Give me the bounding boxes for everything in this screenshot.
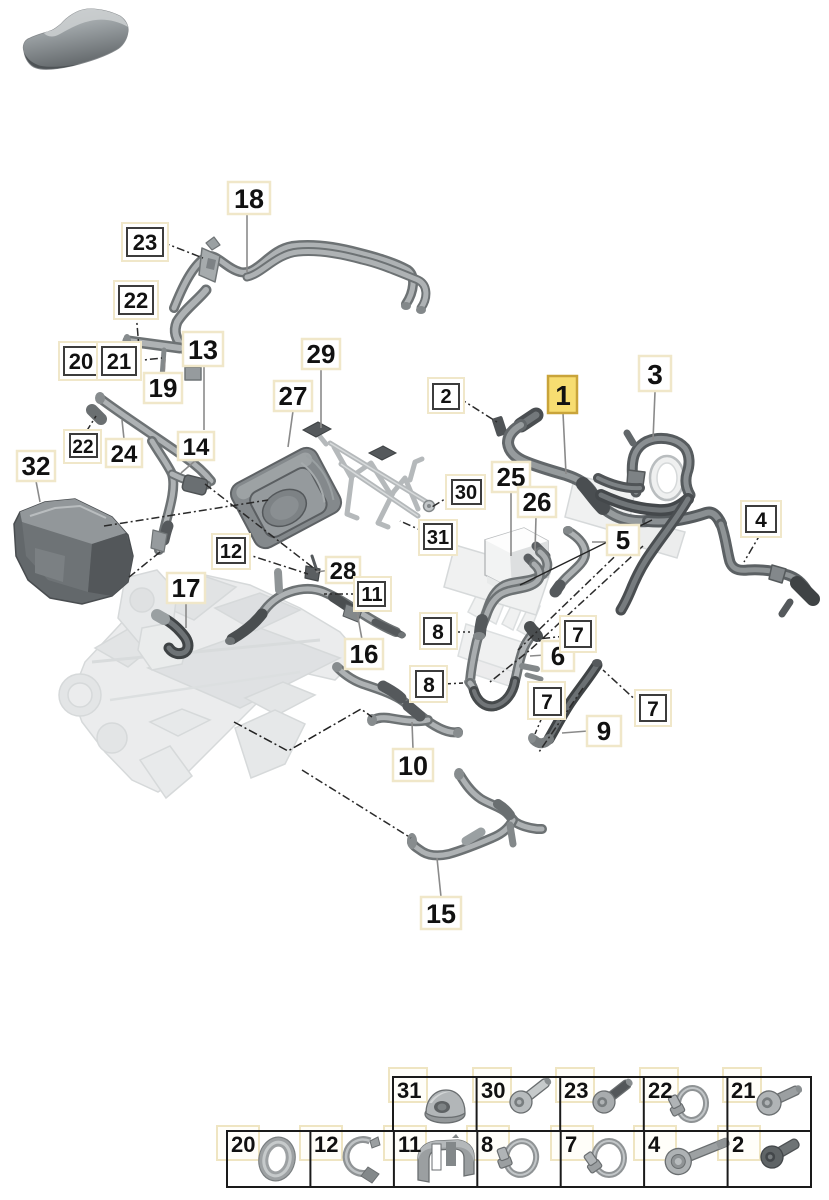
svg-text:28: 28 xyxy=(330,558,357,585)
svg-text:30: 30 xyxy=(481,1078,505,1103)
svg-text:11: 11 xyxy=(361,584,382,606)
svg-text:29: 29 xyxy=(307,339,336,369)
svg-text:12: 12 xyxy=(314,1132,338,1157)
svg-text:20: 20 xyxy=(69,349,93,374)
svg-text:1: 1 xyxy=(555,380,571,411)
svg-text:3: 3 xyxy=(647,359,663,390)
svg-text:22: 22 xyxy=(648,1078,672,1103)
svg-text:30: 30 xyxy=(455,482,477,504)
svg-text:5: 5 xyxy=(616,525,630,555)
svg-text:32: 32 xyxy=(22,451,51,481)
svg-text:14: 14 xyxy=(183,434,210,461)
svg-text:8: 8 xyxy=(423,674,435,697)
svg-text:27: 27 xyxy=(279,381,308,411)
svg-text:2: 2 xyxy=(732,1132,744,1157)
svg-text:19: 19 xyxy=(149,373,178,403)
svg-text:31: 31 xyxy=(397,1078,421,1103)
svg-text:31: 31 xyxy=(427,527,449,549)
svg-text:21: 21 xyxy=(107,349,131,374)
svg-text:4: 4 xyxy=(648,1132,661,1157)
svg-text:23: 23 xyxy=(564,1078,588,1103)
svg-text:15: 15 xyxy=(426,899,456,929)
svg-text:7: 7 xyxy=(572,624,584,647)
svg-text:10: 10 xyxy=(398,751,428,781)
svg-text:22: 22 xyxy=(72,437,93,458)
svg-text:9: 9 xyxy=(597,716,611,746)
svg-text:7: 7 xyxy=(647,698,659,721)
svg-text:8: 8 xyxy=(432,621,444,644)
svg-text:18: 18 xyxy=(234,184,264,214)
svg-text:20: 20 xyxy=(231,1132,255,1157)
svg-text:21: 21 xyxy=(731,1078,755,1103)
svg-text:22: 22 xyxy=(124,288,148,313)
svg-text:2: 2 xyxy=(440,386,451,408)
svg-text:17: 17 xyxy=(172,573,201,603)
svg-text:13: 13 xyxy=(188,335,218,365)
svg-text:23: 23 xyxy=(133,230,157,255)
svg-text:16: 16 xyxy=(350,639,379,669)
svg-text:7: 7 xyxy=(565,1132,577,1157)
svg-text:11: 11 xyxy=(398,1132,421,1157)
svg-text:12: 12 xyxy=(220,541,242,563)
svg-text:4: 4 xyxy=(755,509,767,532)
svg-text:24: 24 xyxy=(111,441,138,468)
svg-text:7: 7 xyxy=(541,691,553,714)
svg-text:26: 26 xyxy=(523,487,552,517)
svg-text:8: 8 xyxy=(481,1132,493,1157)
